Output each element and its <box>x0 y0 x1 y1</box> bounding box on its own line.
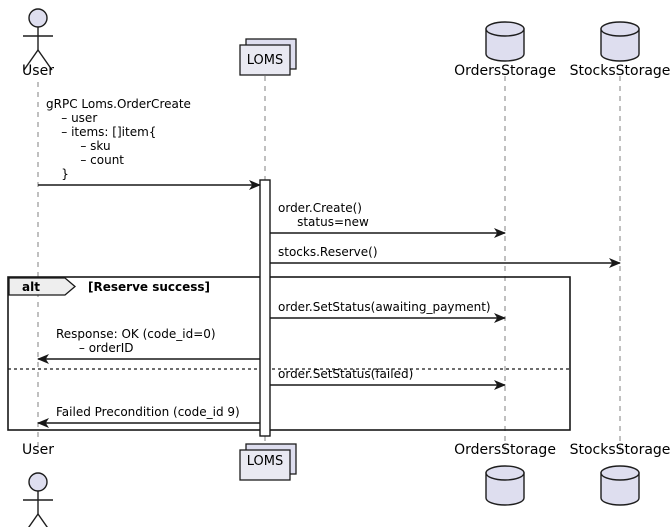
participant-label-stocksstorage: StocksStorage <box>569 63 671 79</box>
activation-bar <box>259 179 271 437</box>
message-label-m5-line-0: Response: OK (code_id=0) <box>56 327 216 341</box>
message-label-m1-line-1: – user <box>46 111 98 125</box>
participant-label-loms: LOMS <box>246 454 284 469</box>
participant-database-ordersstorage <box>485 465 525 506</box>
message-label-m1-line-3: – sku <box>46 139 111 153</box>
participant-component-loms <box>239 443 297 481</box>
participant-label-ordersstorage: OrdersStorage <box>454 63 556 79</box>
message-label-m4-line-0: order.SetStatus(awaiting_payment) <box>278 300 491 314</box>
participants-group <box>23 8 640 531</box>
participant-label-loms: LOMS <box>246 53 284 68</box>
participant-label-user: User <box>22 63 54 79</box>
message-label-m2-line-0: order.Create() <box>278 201 362 215</box>
message-label-m7-line-0: Failed Precondition (code_id 9) <box>56 405 240 419</box>
message-label-m2-line-1: status=new <box>278 215 369 229</box>
alt-fragment-keyword: alt <box>22 280 40 294</box>
participant-database-ordersstorage <box>485 21 525 62</box>
participant-label-ordersstorage: OrdersStorage <box>454 442 556 458</box>
participant-actor-user <box>23 472 53 531</box>
activation-bar-group <box>259 179 271 437</box>
alt-fragment-box <box>7 276 571 431</box>
participant-database-stocksstorage <box>600 21 640 62</box>
participant-actor-user <box>23 8 53 71</box>
messages-group <box>37 180 621 428</box>
message-label-m1-line-2: – items: []item{ <box>46 125 157 139</box>
message-label-m3-line-0: stocks.Reserve() <box>278 245 378 259</box>
message-label-m1-line-4: – count <box>46 153 124 167</box>
participant-component-loms <box>239 38 297 76</box>
message-label-m5-line-1: – orderID <box>56 341 134 355</box>
message-label-m6-line-0: order.SetStatus(failed) <box>278 367 414 381</box>
message-label-m1-line-0: gRPC Loms.OrderCreate <box>46 97 191 111</box>
participant-database-stocksstorage <box>600 465 640 506</box>
participant-label-user: User <box>22 442 54 458</box>
participant-label-stocksstorage: StocksStorage <box>569 442 671 458</box>
fragment-group <box>7 276 571 431</box>
alt-keyword-pentagon <box>8 277 77 296</box>
alt-fragment-guard: [Reserve success] <box>88 280 211 294</box>
message-label-m1-line-5: } <box>46 167 69 181</box>
